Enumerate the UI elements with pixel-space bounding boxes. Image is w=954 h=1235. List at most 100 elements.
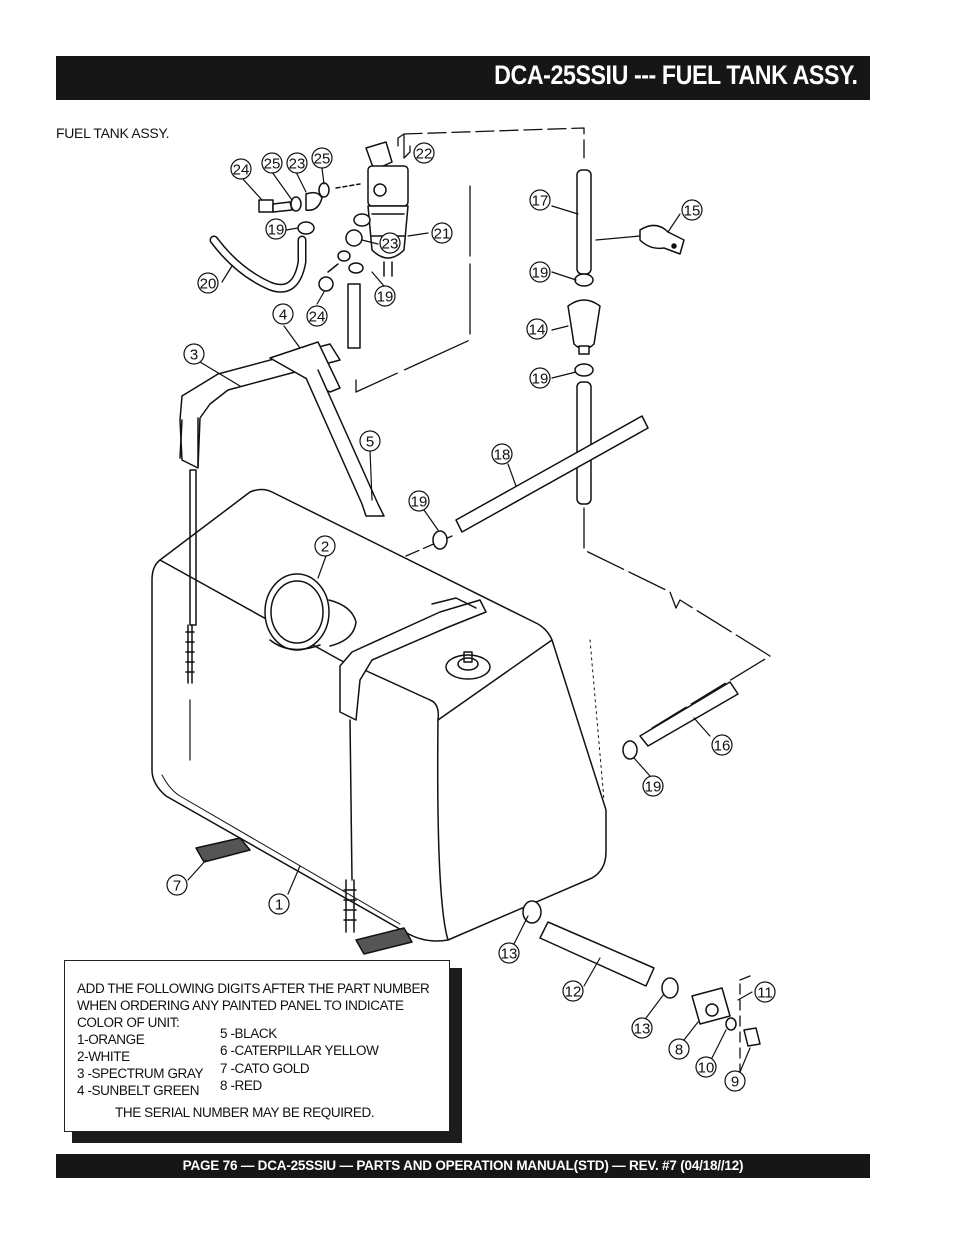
hose-20 — [209, 235, 307, 293]
callout-number: 19 — [377, 289, 394, 306]
filler-neck — [264, 573, 357, 651]
callout-number: 25 — [314, 151, 331, 168]
callout-number: 22 — [416, 146, 433, 163]
callout-circle — [529, 261, 551, 283]
callout-10: 10 — [695, 1056, 717, 1078]
page-footer: PAGE 76 — DCA-25SSIU — PARTS AND OPERATI… — [56, 1154, 870, 1178]
callout-circle — [374, 285, 396, 307]
color-code-4: 4 -SUNBELT GREEN — [77, 1083, 200, 1098]
callout-number: 19 — [411, 494, 428, 511]
color-code-7: 7 -CATO GOLD — [220, 1061, 310, 1076]
filter-fittings — [258, 182, 371, 349]
callout-number: 4 — [279, 307, 287, 324]
callout-circle — [306, 305, 328, 327]
callout-circle — [311, 147, 333, 169]
drain-fittings — [691, 987, 761, 1047]
callout-24: 24 — [230, 158, 252, 180]
callout-19: 19 — [642, 775, 664, 797]
callout-circle — [631, 1017, 653, 1039]
callout-12: 12 — [562, 980, 584, 1002]
callout-circle — [526, 318, 548, 340]
callout-3: 3 — [183, 343, 205, 365]
callout-22: 22 — [413, 142, 435, 164]
color-code-3: 3 -SPECTRUM GRAY — [77, 1066, 204, 1081]
clamp-bracket — [639, 224, 685, 255]
callout-18: 18 — [491, 443, 513, 465]
callout-7: 7 — [166, 874, 188, 896]
callout-number: 19 — [532, 265, 549, 282]
callout-number: 20 — [200, 276, 217, 293]
callout-circle — [230, 158, 252, 180]
callout-number: 23 — [289, 156, 306, 173]
callout-number: 19 — [532, 371, 549, 388]
callout-number: 10 — [698, 1060, 715, 1077]
callout-19: 19 — [265, 218, 287, 240]
callout-25: 25 — [311, 147, 333, 169]
color-code-2: 2-WHITE — [77, 1049, 130, 1064]
fuel-lines — [455, 169, 739, 987]
callout-circle — [754, 981, 776, 1003]
callout-number: 11 — [757, 985, 773, 1002]
callout-11: 11 — [754, 981, 776, 1003]
callout-number: 14 — [529, 322, 546, 339]
section-label: FUEL TANK ASSY. — [56, 125, 170, 141]
tank-straps — [179, 341, 487, 933]
callout-13: 13 — [498, 942, 520, 964]
note-intro-3: COLOR OF UNIT: — [77, 1015, 180, 1030]
leader-lines — [187, 167, 753, 1073]
callout-number: 7 — [173, 878, 181, 895]
fuel-filter — [365, 141, 409, 277]
callout-number: 13 — [634, 1021, 651, 1038]
callout-15: 15 — [681, 199, 703, 221]
inline-filter — [567, 299, 601, 355]
callout-number: 24 — [309, 309, 326, 326]
callout-number: 12 — [565, 984, 582, 1001]
callout-number: 23 — [382, 236, 399, 253]
callout-number: 19 — [268, 222, 285, 239]
callout-2: 2 — [314, 535, 336, 557]
callout-number: 19 — [645, 779, 662, 796]
callout-19: 19 — [529, 261, 551, 283]
callout-23: 23 — [286, 152, 308, 174]
callout-circle — [529, 367, 551, 389]
fuel-tank-body — [151, 488, 607, 942]
callout-circle — [668, 1038, 690, 1060]
callout-circle — [562, 980, 584, 1002]
callout-number: 2 — [321, 539, 329, 556]
callout-number: 24 — [233, 162, 250, 179]
tank-skids — [195, 837, 413, 955]
callout-number: 3 — [190, 347, 198, 364]
callout-number: 18 — [494, 447, 511, 464]
callout-circle — [197, 272, 219, 294]
paint-code-note: ADD THE FOLLOWING DIGITS AFTER THE PART … — [64, 960, 450, 1132]
callout-circle — [695, 1056, 717, 1078]
callout-circle — [529, 189, 551, 211]
callout-number: 5 — [366, 434, 374, 451]
callout-19: 19 — [374, 285, 396, 307]
note-intro-2: WHEN ORDERING ANY PAINTED PANEL TO INDIC… — [77, 998, 404, 1013]
callout-circle — [379, 232, 401, 254]
callout-number: 1 — [275, 897, 283, 914]
note-intro-1: ADD THE FOLLOWING DIGITS AFTER THE PART … — [77, 981, 430, 996]
color-code-6: 6 -CATERPILLAR YELLOW — [220, 1043, 379, 1058]
header-bar: DCA-25SSIU --- FUEL TANK ASSY. — [56, 56, 870, 100]
callout-1: 1 — [268, 893, 290, 915]
callout-number: 15 — [684, 203, 701, 220]
callout-20: 20 — [197, 272, 219, 294]
callout-number: 25 — [264, 156, 281, 173]
callout-circle — [314, 535, 336, 557]
serial-note: THE SERIAL NUMBER MAY BE REQUIRED. — [115, 1105, 375, 1120]
callout-circle — [724, 1070, 746, 1092]
callout-circle — [359, 430, 381, 452]
callout-number: 8 — [675, 1042, 683, 1059]
callout-circle — [431, 222, 453, 244]
callout-19: 19 — [408, 490, 430, 512]
callout-23: 23 — [379, 232, 401, 254]
callout-circle — [711, 734, 733, 756]
callout-circle — [642, 775, 664, 797]
callout-17: 17 — [529, 189, 551, 211]
page-title: DCA-25SSIU --- FUEL TANK ASSY. — [494, 60, 859, 90]
color-code-5: 5 -BLACK — [220, 1026, 277, 1041]
callout-5: 5 — [359, 430, 381, 452]
